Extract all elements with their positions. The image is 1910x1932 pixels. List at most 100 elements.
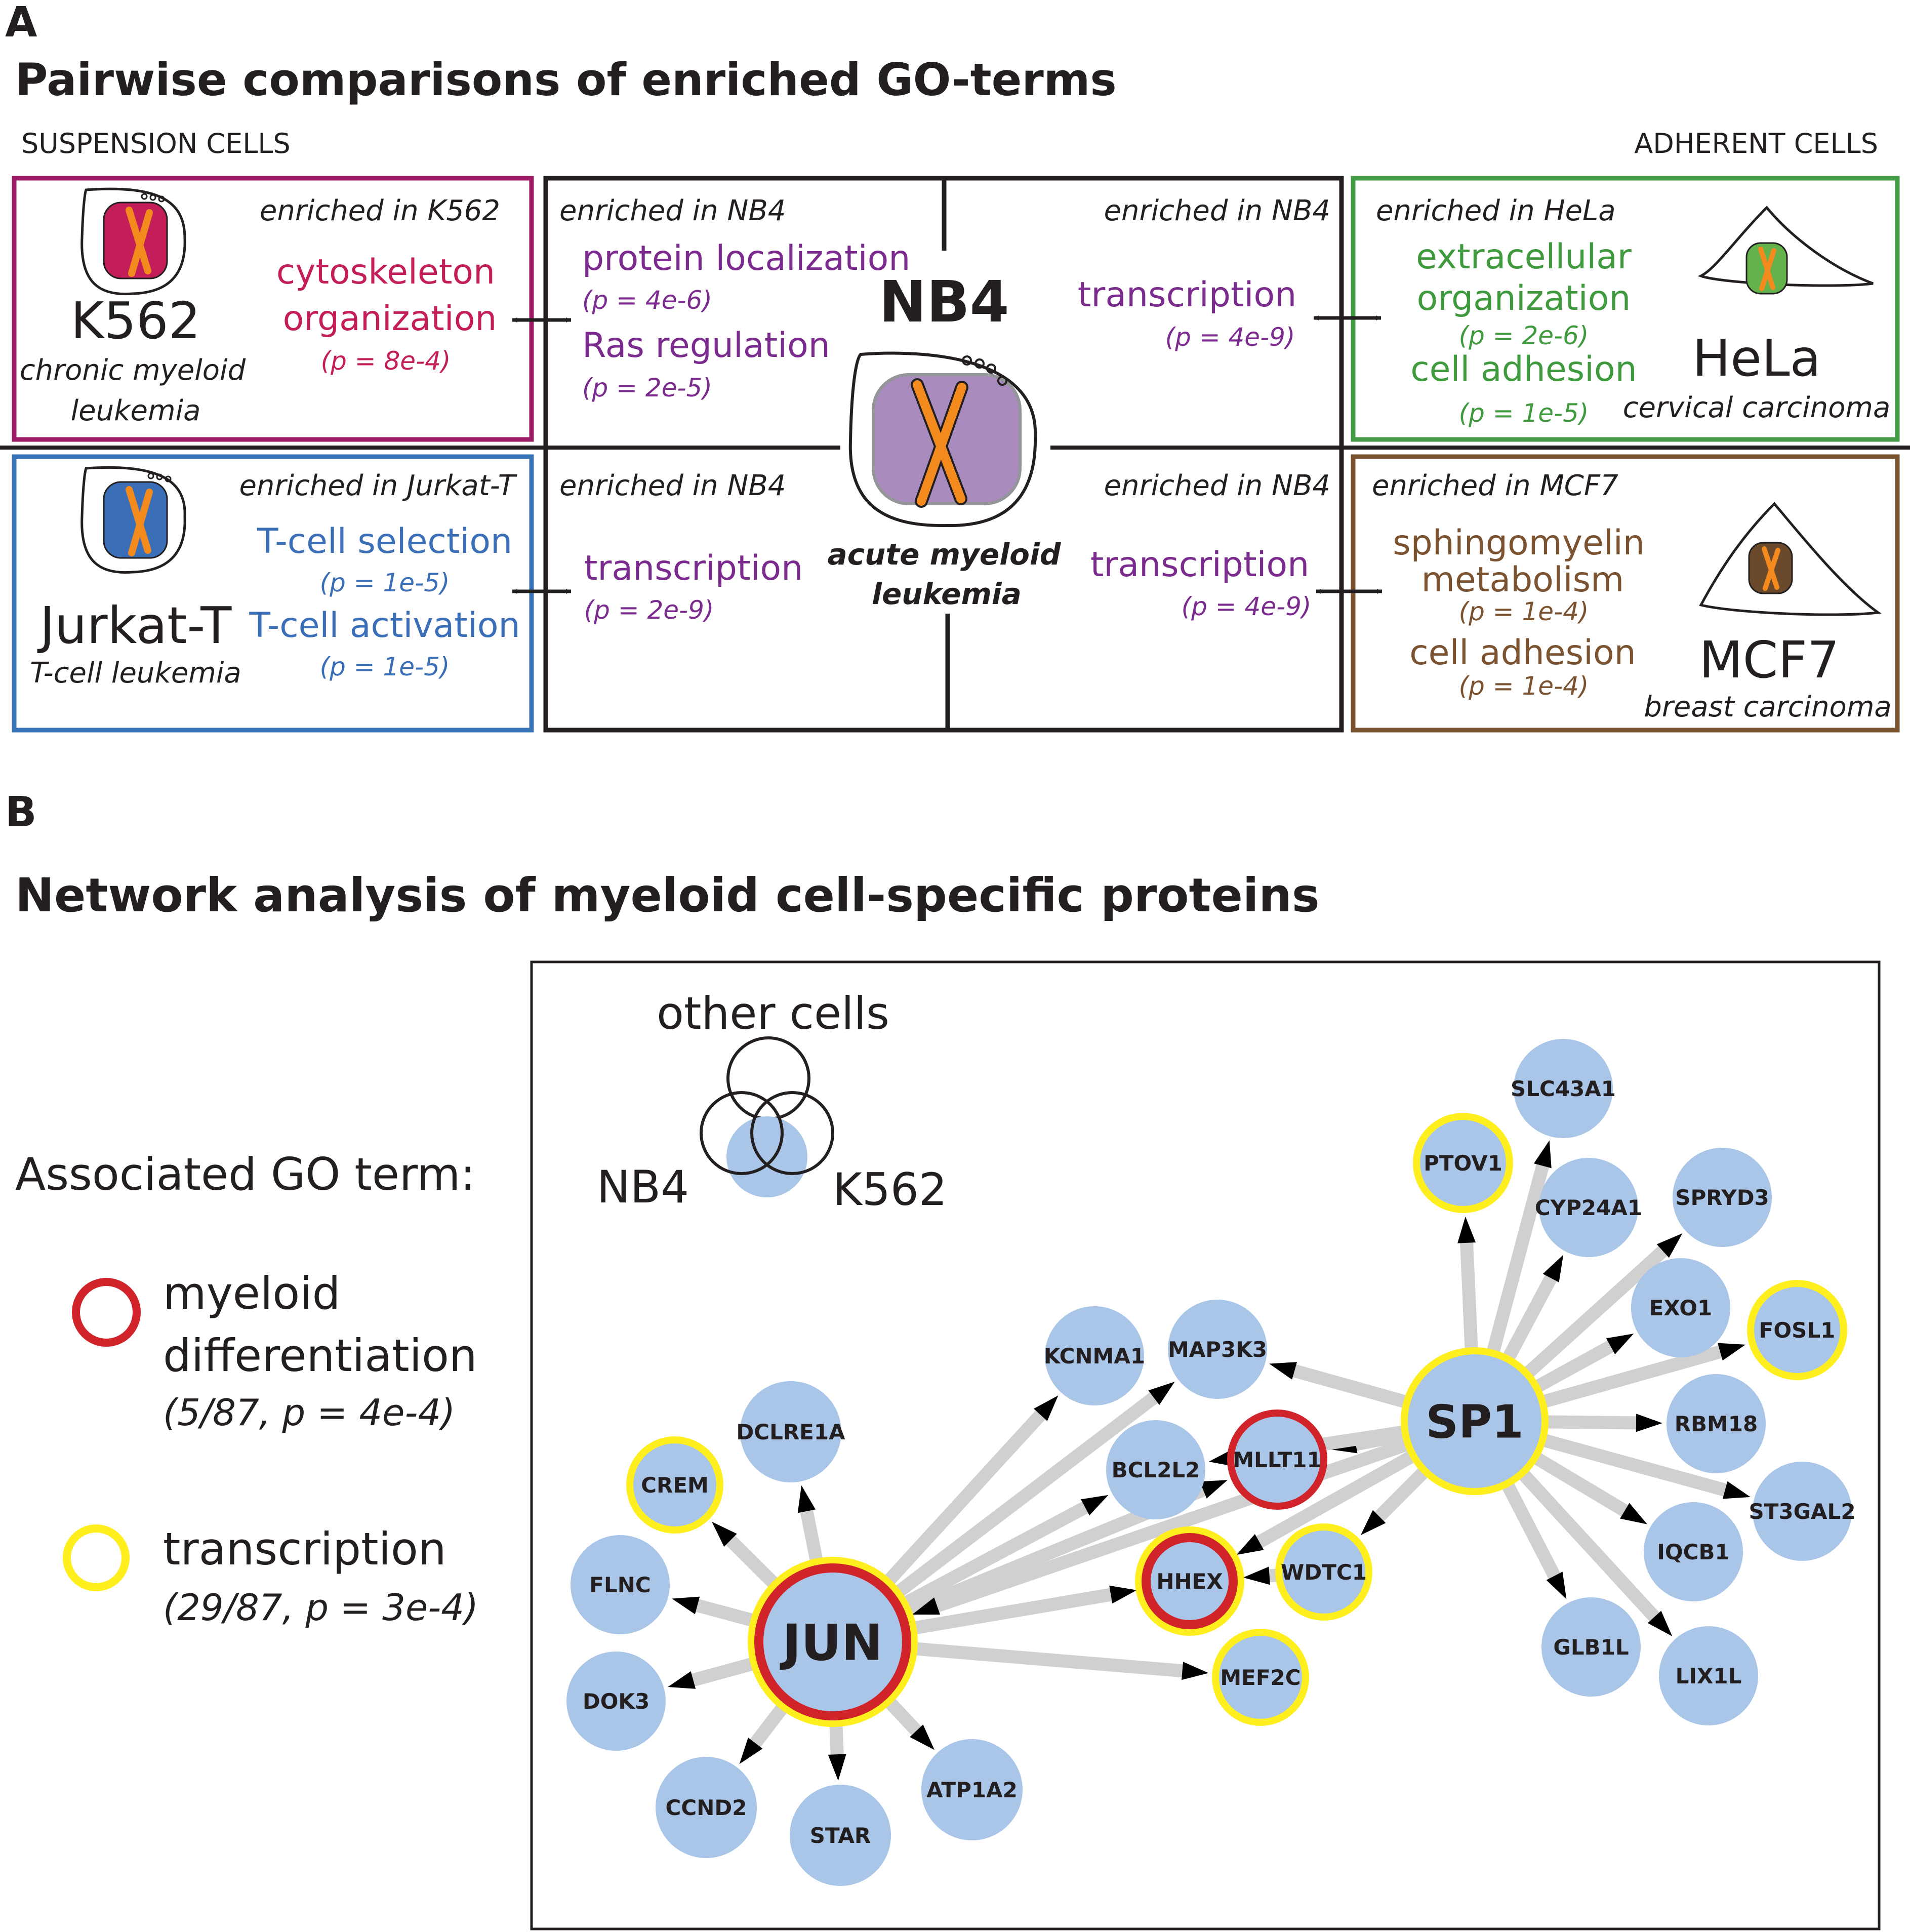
nb4-cell-icon: [848, 351, 1037, 528]
node-kcnma1: KCNMA1: [1044, 1306, 1145, 1405]
jurkat-desc: T-cell leukemia: [30, 657, 241, 690]
arrowhead-jun-atp1a2: [910, 1724, 934, 1750]
edge-jun-mef2c: [912, 1642, 1189, 1678]
mcf7-desc: breast carcinoma: [1644, 691, 1891, 723]
node-label-atp1a2: ATP1A2: [926, 1778, 1018, 1802]
arrowhead-sp1-ptov1: [1457, 1216, 1476, 1243]
arrowhead-jun-mef2c: [1182, 1662, 1209, 1680]
arrowhead-sp1-slc43a1: [1533, 1140, 1552, 1169]
node-wdtc1: WDTC1: [1275, 1523, 1372, 1621]
mcf7-term-2: cell adhesion: [1409, 633, 1636, 673]
edge-jun-dok3: [685, 1657, 758, 1688]
jurkat-term-1: T-cell selection: [257, 521, 512, 561]
hela-term-1a: extracellular: [1416, 237, 1632, 277]
node-label-map3k3: MAP3K3: [1168, 1337, 1267, 1362]
node-label-mllt11: MLLT11: [1233, 1447, 1321, 1472]
mcf7-p-1: (p = 1e-4): [1459, 597, 1589, 626]
node-jun: JUN: [748, 1557, 918, 1727]
legend-heading: Associated GO term:: [15, 1148, 475, 1200]
node-label-star: STAR: [810, 1823, 871, 1848]
edge-jun-kcnma1: [882, 1405, 1050, 1588]
edge-jun-hhex: [910, 1587, 1118, 1635]
arrowhead-sp1-hhex: [1236, 1534, 1264, 1555]
arrowhead-sp1-lix1l: [1647, 1611, 1673, 1636]
arrowhead-jun-bcl2l2: [1081, 1495, 1109, 1516]
nb4-name: NB4: [879, 269, 1009, 335]
legend-myeloid-l1: myeloid: [163, 1267, 341, 1319]
node-label-exo1: EXO1: [1649, 1296, 1713, 1320]
arrowhead-jun-flnc: [672, 1596, 700, 1615]
node-label-glb1l: GLB1L: [1553, 1635, 1629, 1660]
arrowhead-sp1-wdtc1: [1360, 1510, 1386, 1536]
nb4-top-left-term-1: protein localization: [582, 238, 910, 278]
jurkat-p-2: (p = 1e-5): [320, 652, 450, 681]
nb4-top-left-header: enriched in NB4: [559, 194, 786, 227]
edge-sp1-lix1l: [1519, 1470, 1663, 1626]
node-spryd3: SPRYD3: [1673, 1148, 1772, 1247]
nb4-top-right-p: (p = 4e-9): [1165, 323, 1295, 352]
mcf7-name: MCF7: [1699, 630, 1839, 690]
venn-diagram: [700, 1036, 834, 1197]
edge-sp1-wdtc1: [1370, 1468, 1428, 1526]
mcf7-p-2: (p = 1e-4): [1459, 671, 1589, 701]
arrowhead-sp1-iqcb1: [1620, 1503, 1647, 1524]
hela-header: enriched in HeLa: [1376, 194, 1616, 227]
arrowhead-jun-dok3: [668, 1671, 696, 1689]
hela-desc: cervical carcinoma: [1623, 391, 1891, 424]
nb4-top-right-term: transcription: [1078, 275, 1296, 315]
mcf7-cell-icon: [1699, 502, 1882, 616]
arrowhead-sp1-exo1: [1606, 1334, 1634, 1354]
node-mef2c: MEF2C: [1212, 1629, 1309, 1726]
hela-p-1: (p = 2e-6): [1459, 321, 1589, 350]
arrowhead-sp1-rbm18: [1636, 1414, 1663, 1432]
k562-term-1: cytoskeleton: [276, 252, 495, 292]
node-atp1a2: ATP1A2: [921, 1739, 1023, 1840]
node-label-crem: CREM: [641, 1473, 709, 1498]
nb4-top-left-term-2: Ras regulation: [582, 326, 830, 366]
node-label-hhex: HHEX: [1156, 1569, 1223, 1594]
edge-sp1-rbm18: [1548, 1415, 1643, 1430]
edge-sp1-slc43a1: [1487, 1158, 1551, 1352]
nb4-bottom-left-term: transcription: [584, 548, 803, 588]
arrowhead-sp1-cyp24a1: [1542, 1255, 1564, 1282]
edge-sp1-map3k3: [1287, 1362, 1406, 1408]
edge-sp1-iqcb1: [1534, 1453, 1634, 1520]
node-label-kcnma1: KCNMA1: [1044, 1344, 1145, 1368]
mcf7-header: enriched in MCF7: [1372, 469, 1618, 502]
hela-name: HeLa: [1692, 329, 1821, 388]
node-hhex: HHEX: [1135, 1526, 1244, 1636]
node-label-slc43a1: SLC43A1: [1511, 1076, 1616, 1101]
node-iqcb1: IQCB1: [1644, 1502, 1743, 1601]
k562-name: K562: [71, 291, 200, 350]
jurkat-cell-icon: [80, 466, 186, 574]
arrowhead-wdtc1-hhex: [1243, 1566, 1270, 1585]
edge-sp1-spryd3: [1524, 1242, 1672, 1377]
edge-jun-ccnd2: [746, 1701, 790, 1752]
node-cyp24a1: CYP24A1: [1535, 1158, 1642, 1257]
node-lix1l: LIX1L: [1659, 1626, 1758, 1725]
edge-sp1-ptov1: [1459, 1236, 1478, 1348]
node-label-st3gal2: ST3GAL2: [1749, 1499, 1855, 1524]
edge-sp1-hhex: [1250, 1451, 1414, 1551]
node-dclre1a: DCLRE1A: [736, 1381, 845, 1482]
node-label-flnc: FLNC: [589, 1573, 651, 1597]
node-label-lix1l: LIX1L: [1676, 1664, 1742, 1688]
edge-jun-map3k3: [892, 1389, 1163, 1599]
mcf7-term-1b: metabolism: [1421, 560, 1624, 600]
edge-sp1-fosl1: [1543, 1344, 1728, 1408]
jurkat-term-2: T-cell activation: [249, 606, 520, 646]
arrowhead-sp1-spryd3: [1656, 1233, 1683, 1258]
network-nodes: JUNSP1CREMDCLRE1AFLNCDOK3CCND2STARATP1A2…: [566, 1039, 1856, 1886]
node-slc43a1: SLC43A1: [1511, 1039, 1616, 1138]
node-bcl2l2: BCL2L2: [1106, 1420, 1205, 1519]
node-label-cyp24a1: CYP24A1: [1535, 1195, 1642, 1220]
jurkat-p-1: (p = 1e-5): [320, 568, 450, 597]
edge-sp1-cyp24a1: [1503, 1269, 1560, 1360]
k562-desc-2: leukemia: [71, 394, 201, 427]
nb4-bottom-right-term: transcription: [1090, 545, 1309, 585]
edge-sp1-exo1: [1535, 1338, 1619, 1392]
node-dok3: DOK3: [566, 1652, 666, 1751]
k562-term-2: organization: [283, 299, 497, 339]
node-st3gal2: ST3GAL2: [1749, 1462, 1856, 1561]
node-mllt11: MLLT11: [1227, 1410, 1327, 1510]
